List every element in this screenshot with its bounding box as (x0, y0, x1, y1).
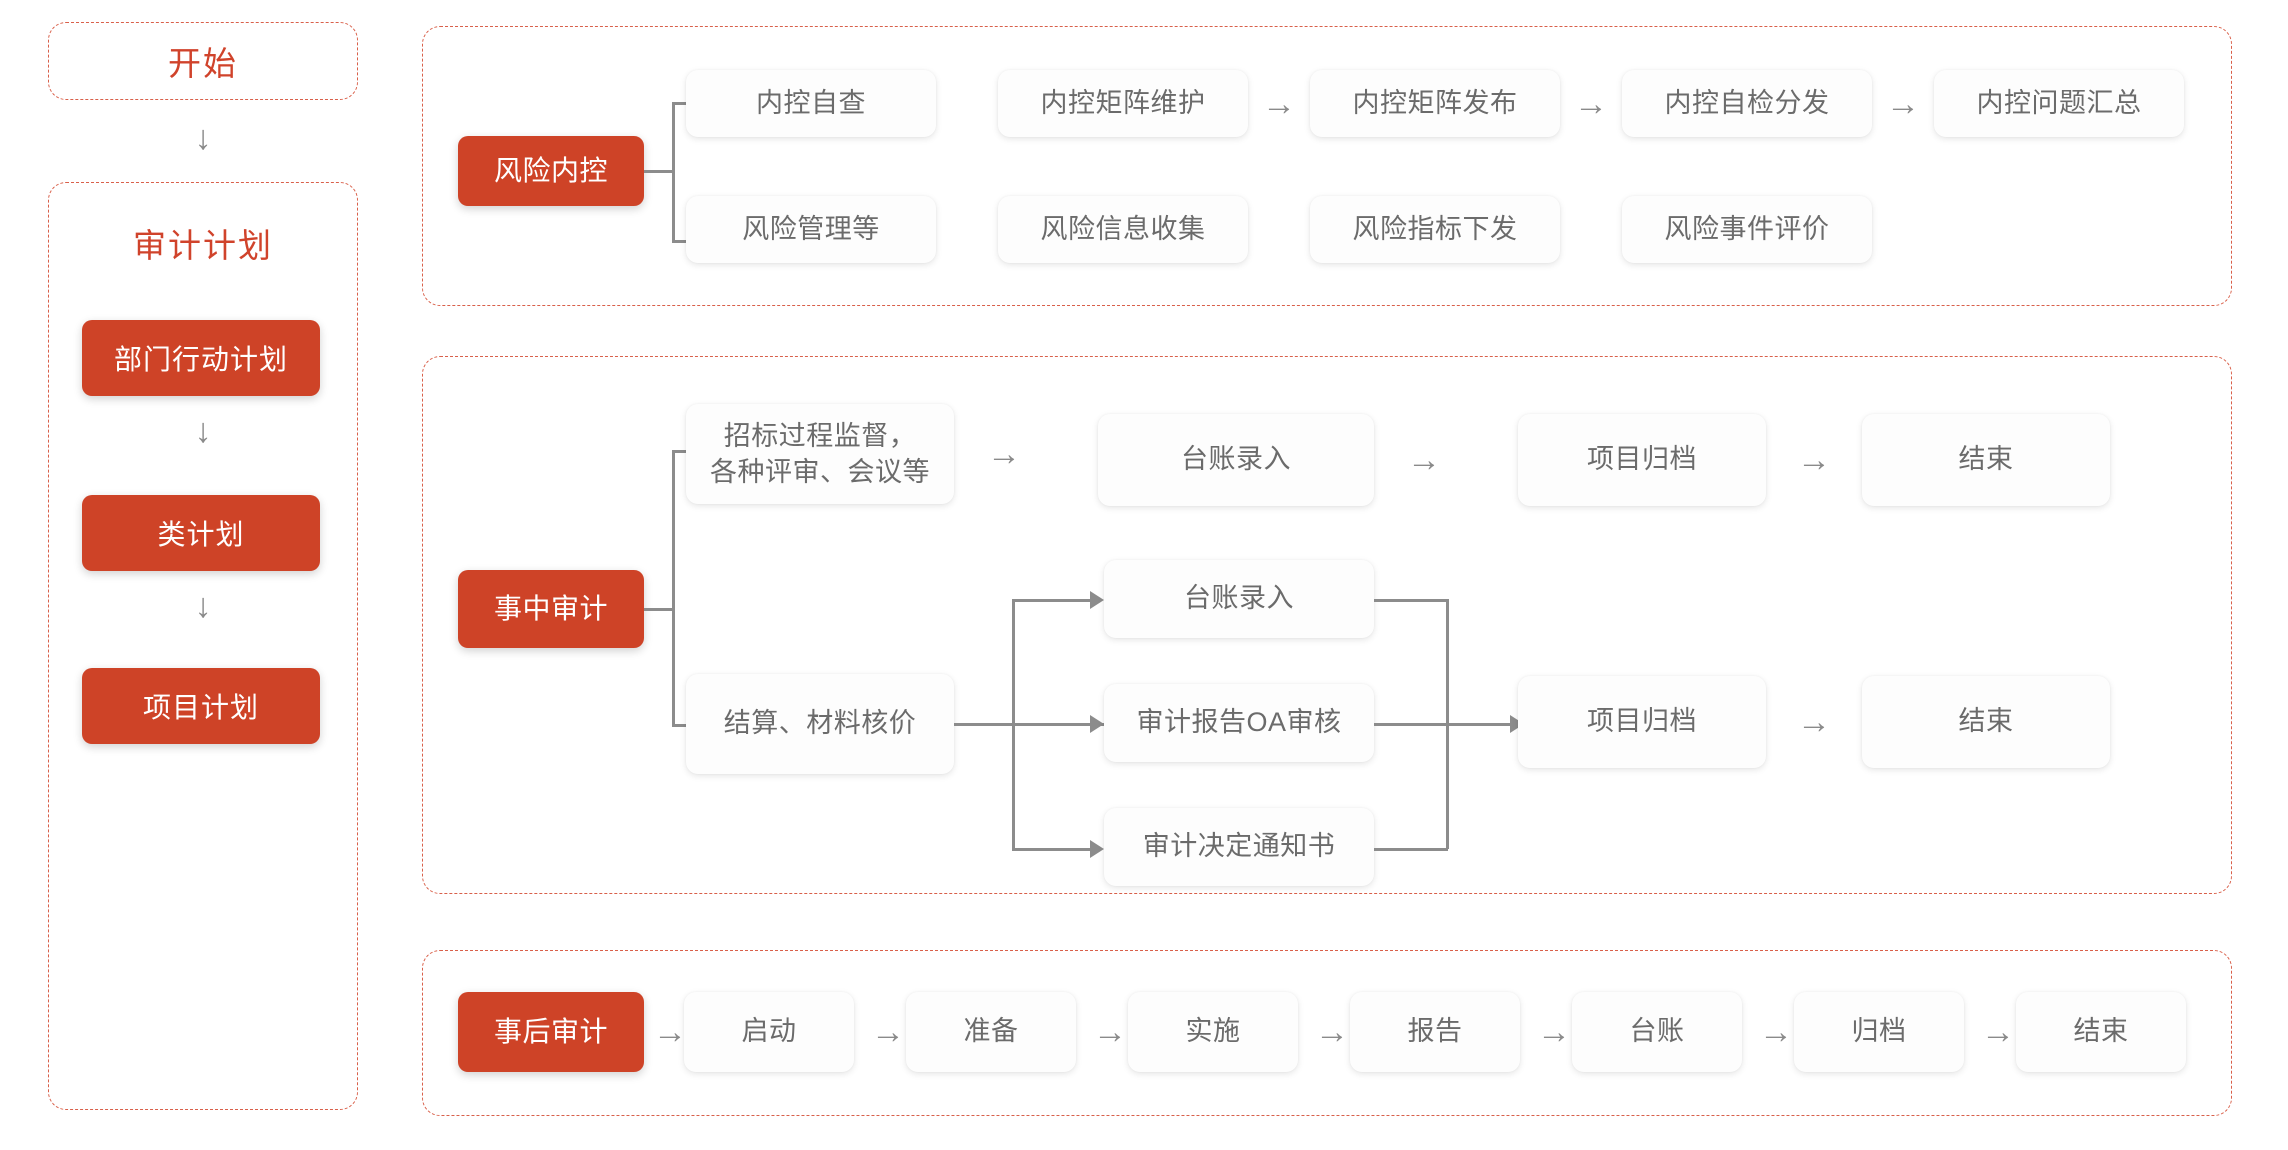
node-label: 实施 (1185, 1016, 1241, 1047)
node-risk-indicator-issue[interactable]: 风险指标下发 (1310, 196, 1560, 263)
connector-p1-spine (672, 102, 675, 242)
node-post-ledger[interactable]: 台账 (1572, 992, 1742, 1072)
connector-p2b-fan-1 (1012, 599, 1092, 602)
arrow-p2t-3: → (1797, 441, 1831, 479)
node-risk-event-eval[interactable]: 风险事件评价 (1622, 196, 1872, 263)
node-label: 审计报告OA审核 (1136, 707, 1342, 738)
sidebar-step-project-plan[interactable]: 项目计划 (82, 668, 320, 744)
arrow-p1r1-4: → (1886, 84, 1920, 123)
node-label: 内控自查 (756, 87, 866, 118)
node-post-archive[interactable]: 归档 (1794, 992, 1964, 1072)
node-ic-matrix-maintain[interactable]: 内控矩阵维护 (998, 70, 1248, 137)
connector-p2b-fan-3 (1012, 848, 1092, 851)
node-settlement-material-pricing[interactable]: 结算、材料核价 (686, 674, 954, 774)
node-end-top[interactable]: 结束 (1862, 414, 2110, 506)
sidebar-step-label: 项目计划 (142, 692, 259, 723)
sidebar-start-label: 开始 (168, 45, 238, 82)
node-post-audit-root[interactable]: 事后审计 (458, 992, 644, 1072)
node-label: 台账 (1629, 1016, 1685, 1047)
node-ic-self-inspect-dispatch[interactable]: 内控自检分发 (1622, 70, 1872, 137)
node-project-archive-bottom[interactable]: 项目归档 (1518, 676, 1766, 768)
node-label: 审计决定通知书 (1142, 831, 1336, 862)
connector-p2b-merge-3 (1374, 848, 1448, 851)
node-label: 报告 (1407, 1016, 1463, 1047)
arrow-p3-5: → (1759, 1013, 1793, 1051)
node-label: 内控矩阵维护 (1040, 87, 1206, 118)
arrow-p3-0: → (653, 1013, 687, 1051)
connector-p1-root-stub (644, 170, 674, 173)
sidebar-plan-title: 审计计划 (133, 227, 273, 264)
node-ic-matrix-publish[interactable]: 内控矩阵发布 (1310, 70, 1560, 137)
node-label: 结束 (1958, 444, 2014, 475)
node-label: 台账录入 (1181, 444, 1291, 475)
node-post-prepare[interactable]: 准备 (906, 992, 1076, 1072)
node-label: 内控问题汇总 (1976, 87, 2142, 118)
sidebar-step-class-plan[interactable]: 类计划 (82, 495, 320, 571)
connector-p2-root-stub (644, 608, 674, 611)
node-post-report[interactable]: 报告 (1350, 992, 1520, 1072)
node-label: 风险管理等 (742, 213, 880, 244)
node-label: 事中审计 (493, 592, 608, 624)
connector-p2b-merge-out (1446, 723, 1512, 726)
node-project-archive-top[interactable]: 项目归档 (1518, 414, 1766, 506)
arrow-p3-2: → (1093, 1013, 1127, 1051)
arrow-p1r1-3: → (1574, 84, 1608, 123)
node-label: 事后审计 (493, 1015, 608, 1047)
sidebar-step-dept-action-plan[interactable]: 部门行动计划 (82, 320, 320, 396)
node-label: 台账录入 (1184, 583, 1294, 614)
node-audit-report-oa-review[interactable]: 审计报告OA审核 (1104, 684, 1374, 762)
arrowhead-p2b-1 (1090, 591, 1104, 609)
panel-risk-internal-control (422, 26, 2232, 306)
connector-p2-spine (672, 450, 675, 726)
node-label: 结算、材料核价 (723, 708, 917, 739)
sidebar-arrow-start-to-plan: ↓ (194, 119, 212, 157)
node-label: 风险事件评价 (1664, 213, 1830, 244)
sidebar-start-panel: 开始 (48, 22, 358, 100)
arrow-p2t-1: → (987, 435, 1021, 473)
node-ic-self-check[interactable]: 内控自查 (686, 70, 936, 137)
node-bid-supervision[interactable]: 招标过程监督， 各种评审、会议等 (686, 404, 954, 504)
connector-p2b-fan-2 (1012, 723, 1092, 726)
arrowhead-p2b-2 (1090, 715, 1104, 733)
node-post-start[interactable]: 启动 (684, 992, 854, 1072)
node-label: 项目归档 (1587, 444, 1697, 475)
sidebar-step-label: 部门行动计划 (113, 344, 288, 375)
node-ic-issue-summary[interactable]: 内控问题汇总 (1934, 70, 2184, 137)
node-label: 招标过程监督， 各种评审、会议等 (710, 420, 930, 487)
sidebar-arrow-1: ↓ (194, 412, 212, 450)
arrow-p2b-end: → (1797, 703, 1831, 741)
node-label: 归档 (1851, 1016, 1907, 1047)
node-risk-internal-control-root[interactable]: 风险内控 (458, 136, 644, 206)
node-label: 风险内控 (493, 154, 608, 186)
node-label: 结束 (1958, 706, 2014, 737)
arrow-p3-4: → (1537, 1013, 1571, 1051)
node-post-implement[interactable]: 实施 (1128, 992, 1298, 1072)
arrow-p3-6: → (1981, 1013, 2015, 1051)
node-label: 风险信息收集 (1040, 213, 1206, 244)
arrow-p1r1-2: → (1262, 84, 1296, 123)
node-ledger-entry-top[interactable]: 台账录入 (1098, 414, 1374, 506)
node-risk-info-collect[interactable]: 风险信息收集 (998, 196, 1248, 263)
node-label: 风险指标下发 (1352, 213, 1518, 244)
node-label: 结束 (2073, 1016, 2129, 1047)
node-audit-decision-notice[interactable]: 审计决定通知书 (1104, 808, 1374, 886)
node-label: 项目归档 (1587, 706, 1697, 737)
node-ledger-entry-bottom[interactable]: 台账录入 (1104, 560, 1374, 638)
node-label: 启动 (741, 1016, 797, 1047)
node-post-end[interactable]: 结束 (2016, 992, 2186, 1072)
arrowhead-p2b-3 (1090, 840, 1104, 858)
connector-p2b-merge-1 (1374, 599, 1448, 602)
node-end-bottom[interactable]: 结束 (1862, 676, 2110, 768)
sidebar-step-label: 类计划 (157, 519, 245, 550)
arrow-p2t-2: → (1407, 441, 1441, 479)
node-label: 内控自检分发 (1664, 87, 1830, 118)
node-during-audit-root[interactable]: 事中审计 (458, 570, 644, 648)
sidebar-arrow-2: ↓ (194, 587, 212, 625)
arrow-p3-3: → (1315, 1013, 1349, 1051)
node-risk-management[interactable]: 风险管理等 (686, 196, 936, 263)
node-label: 准备 (963, 1016, 1019, 1047)
arrow-p3-1: → (871, 1013, 905, 1051)
node-label: 内控矩阵发布 (1352, 87, 1518, 118)
connector-p2b-merge-2 (1374, 723, 1448, 726)
